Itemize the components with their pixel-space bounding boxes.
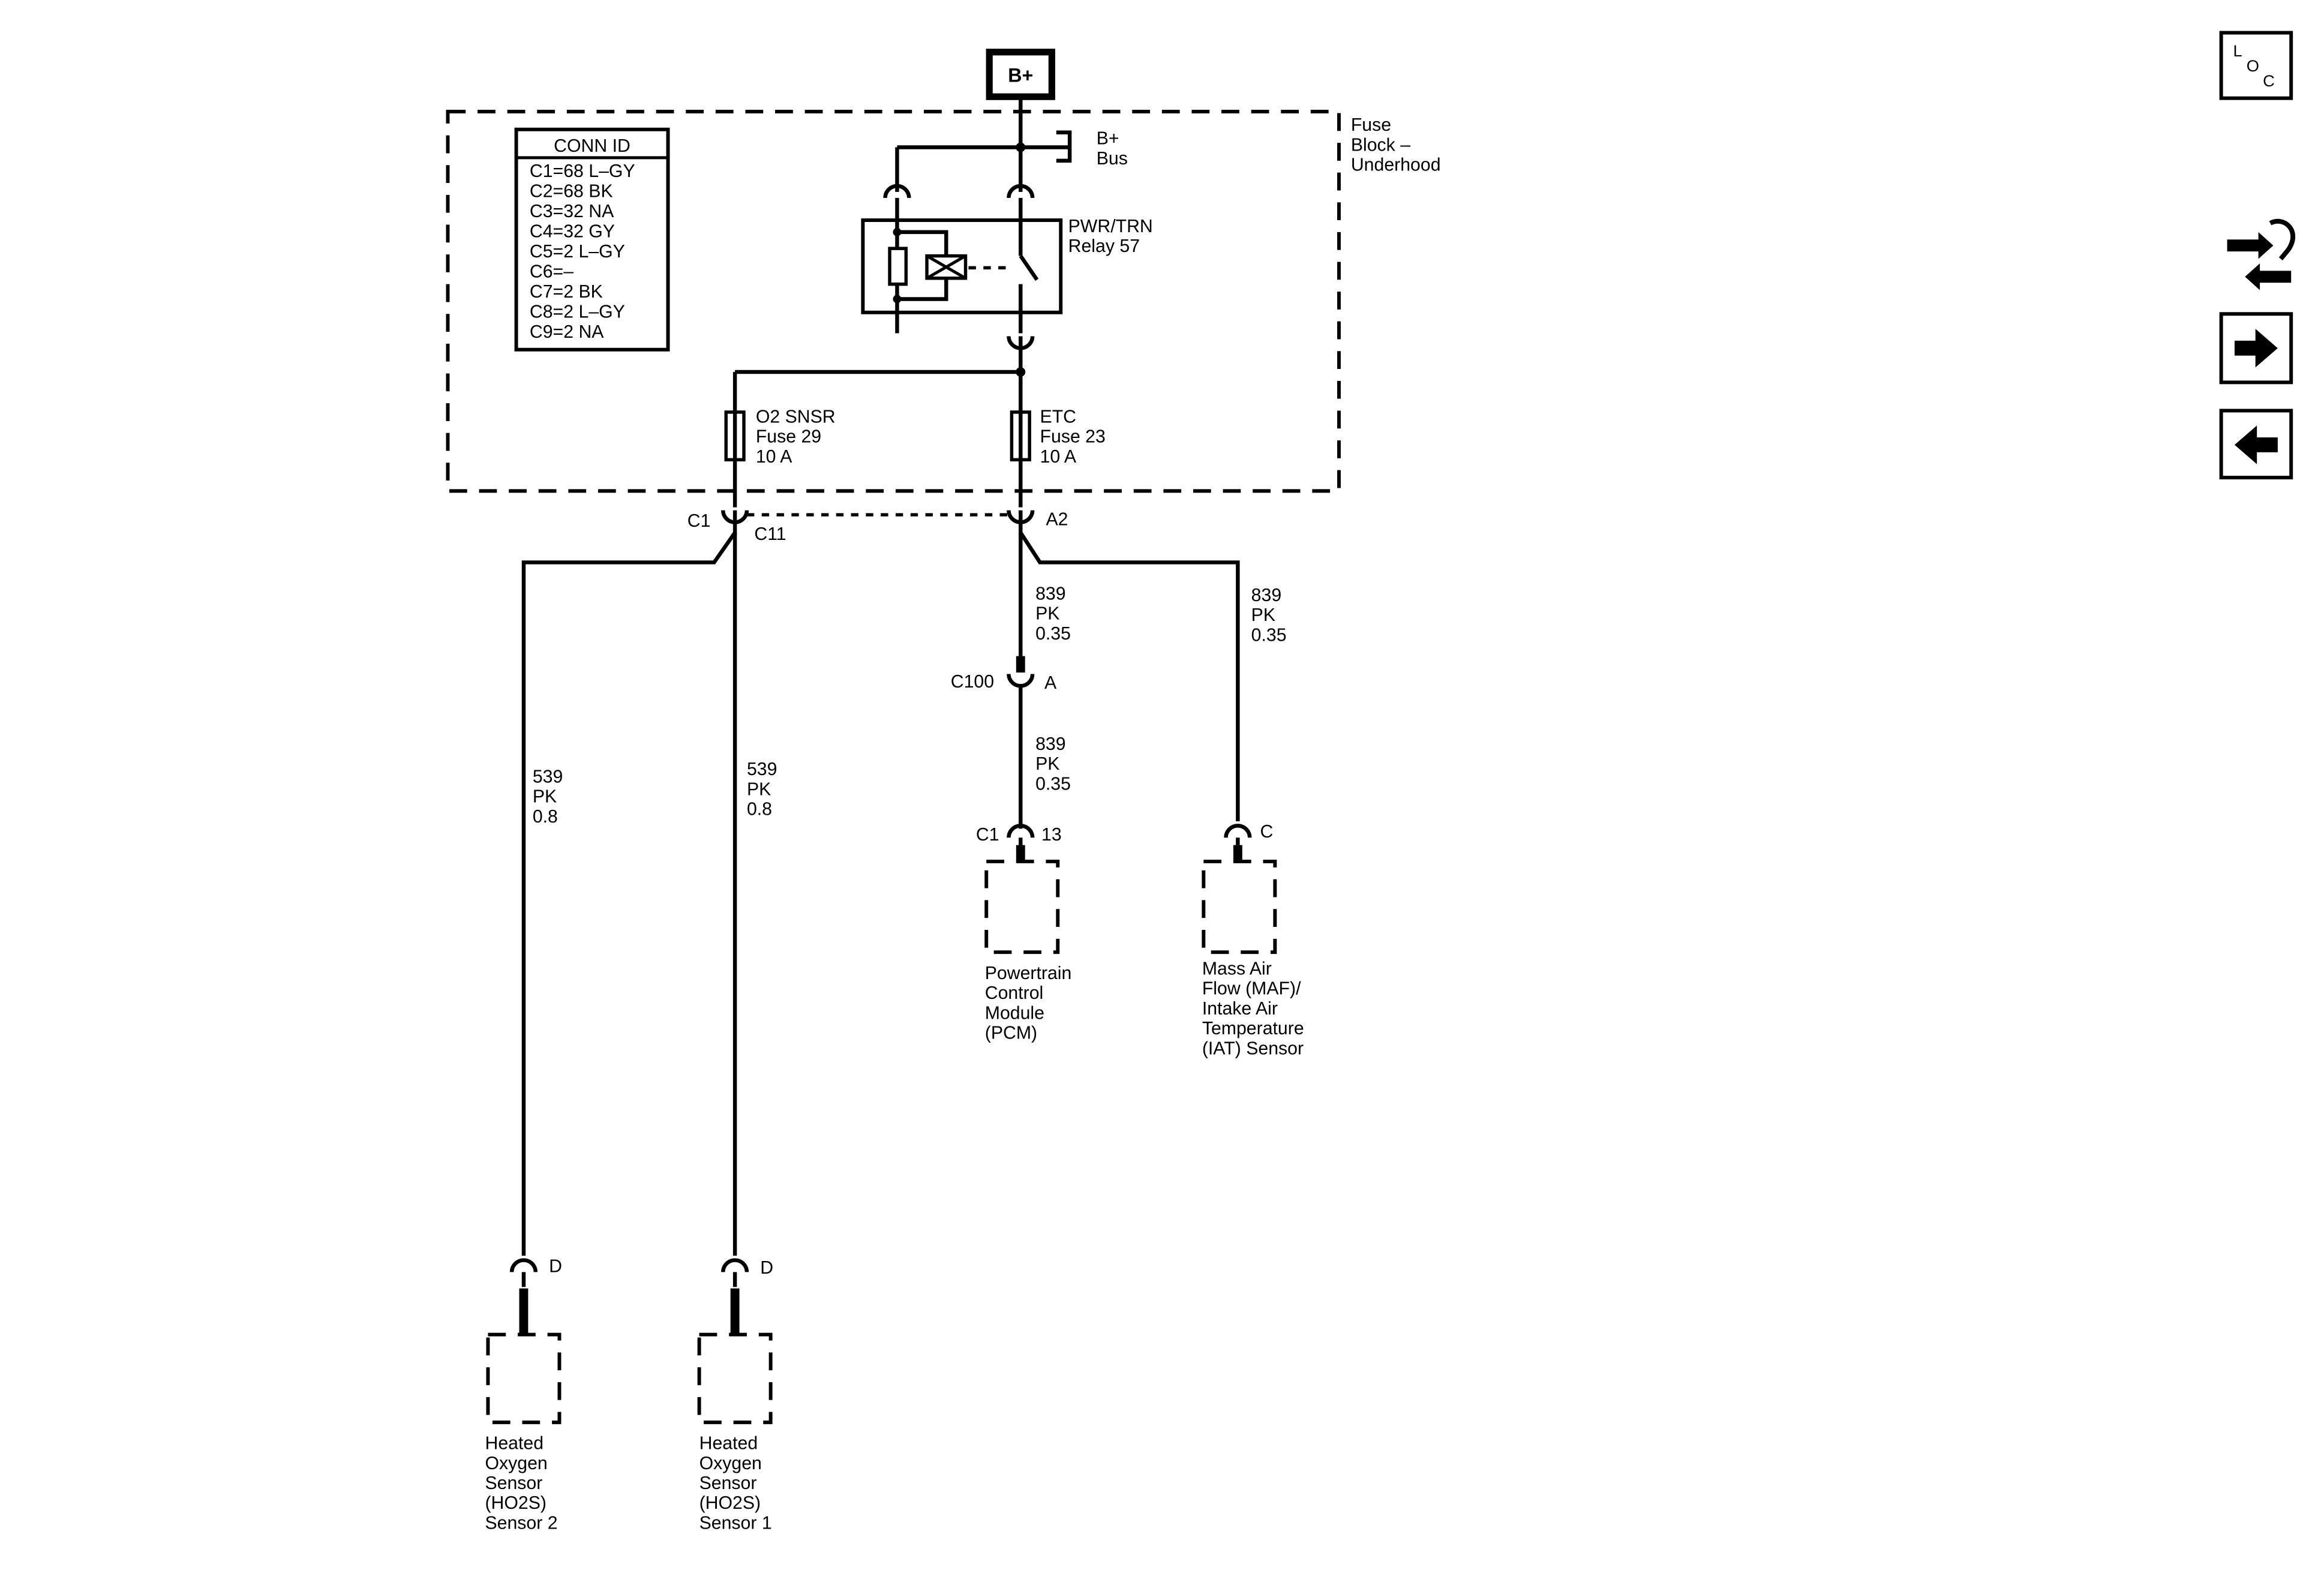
maf-component: [1202, 859, 1277, 954]
prev-page-button[interactable]: [2219, 409, 2293, 480]
conn-c11-label: C11: [754, 524, 786, 544]
conn-a2-label: A2: [1046, 509, 1068, 529]
fuse-block-label: Fuse Block – Underhood: [1351, 115, 1441, 175]
pcm-label: Powertrain Control Module (PCM): [985, 963, 1077, 1043]
etc-fuse-label: ETC Fuse 23 10 A: [1040, 407, 1111, 466]
wire-etc-upper-label: 839 PK 0.35: [1035, 584, 1071, 643]
pcm-component: [984, 859, 1060, 954]
ho2s2-component: [486, 1332, 562, 1424]
ho2s2-label: Heated Oxygen Sensor (HO2S) Sensor 2: [485, 1434, 557, 1533]
conn-id-title: CONN ID: [554, 136, 630, 156]
conn-id-table: CONN ID C1=68 L–GY C2=68 BK C3=32 NA C4=…: [514, 127, 670, 352]
maf-label: Mass Air Flow (MAF)/ Intake Air Temperat…: [1202, 959, 1309, 1058]
ho2s1-pin-label: D: [760, 1258, 773, 1278]
wire-pcm-label: 839 PK 0.35: [1035, 734, 1071, 794]
bus-label: B+ Bus: [1097, 129, 1128, 169]
c100-label: C100: [951, 672, 994, 692]
pwr-trn-relay: PWR/TRN Relay 57: [861, 217, 1158, 334]
wire-ho2s1-label: 539 PK 0.8: [747, 760, 782, 819]
swap-arrows-icon[interactable]: [2227, 218, 2296, 290]
maf-pin-label: C: [1260, 822, 1274, 842]
svg-text:C: C: [2263, 71, 2275, 90]
wire-maf-label: 839 PK 0.35: [1251, 586, 1287, 645]
b-plus-label: B+: [1008, 64, 1033, 86]
next-page-button[interactable]: [2219, 312, 2293, 385]
b-plus-bus: B+ Bus: [897, 129, 1128, 169]
c100-pin-label: A: [1044, 673, 1057, 693]
relay-label: PWR/TRN Relay 57: [1068, 217, 1158, 256]
ho2s1-label: Heated Oxygen Sensor (HO2S) Sensor 1: [699, 1434, 772, 1533]
conn-c1-label: C1: [687, 511, 711, 531]
loc-icon: [2219, 31, 2293, 100]
fuse-block-boundary: [446, 110, 1341, 493]
conn-id-rows: C1=68 L–GY C2=68 BK C3=32 NA C4=32 GY C5…: [530, 161, 640, 342]
wire-ho2s2-label: 539 PK 0.8: [533, 767, 568, 826]
pcm-conn-label: C1: [976, 825, 999, 845]
o2-fuse-label: O2 SNSR Fuse 29 10 A: [756, 407, 840, 466]
svg-text:L: L: [2233, 41, 2242, 60]
svg-text:O: O: [2247, 56, 2259, 75]
ho2s1-component: [697, 1332, 773, 1424]
arrow-left-icon: [2234, 425, 2278, 464]
loc-button[interactable]: L O C: [2219, 31, 2293, 100]
ho2s2-pin-label: D: [549, 1256, 562, 1276]
arrow-right-icon: [2234, 329, 2278, 368]
b-plus-box: [986, 49, 1055, 100]
pcm-pin-label: 13: [1041, 825, 1062, 845]
